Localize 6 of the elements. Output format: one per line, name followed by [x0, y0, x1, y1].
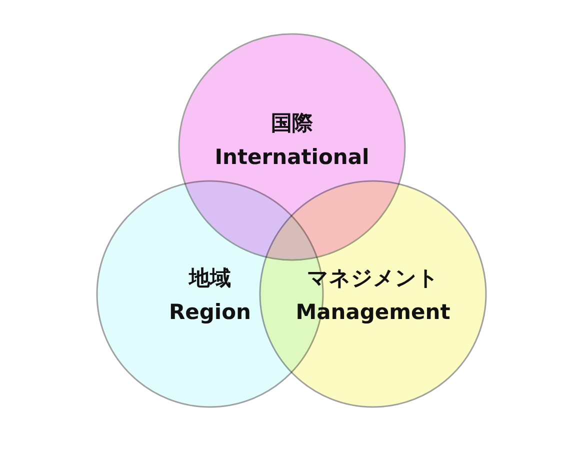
english-label: International [214, 145, 370, 169]
japanese-label: 地域 [189, 265, 231, 292]
japanese-label: 国際 [271, 110, 313, 137]
english-label: Region [168, 300, 252, 324]
english-label: Management [296, 300, 450, 324]
japanese-label: マネジメント [307, 265, 439, 292]
